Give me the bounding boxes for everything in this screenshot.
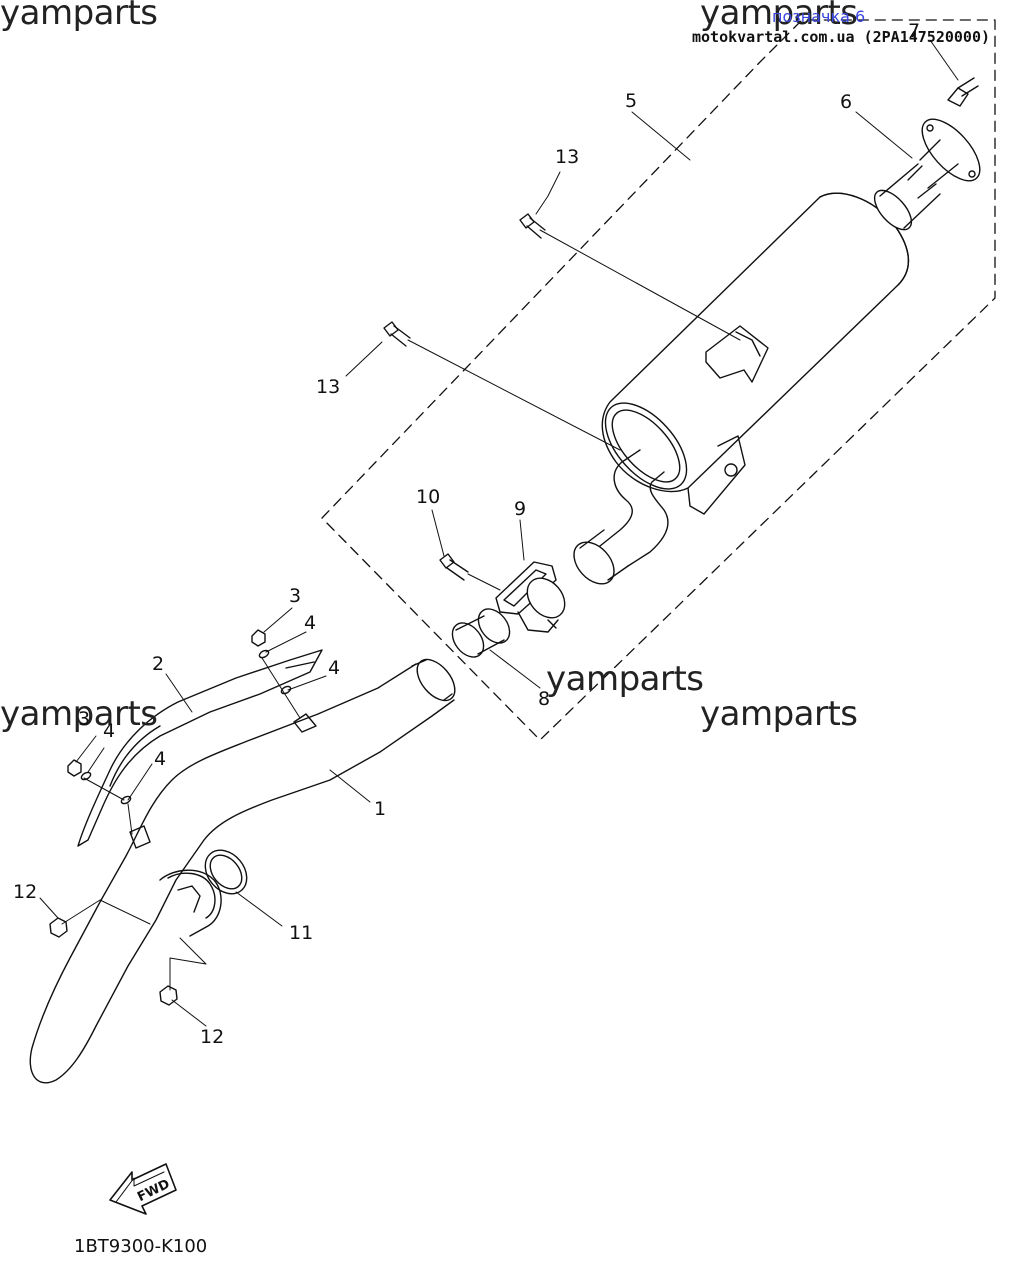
callout-8: 8 <box>538 688 551 710</box>
bolt-10 <box>439 553 469 581</box>
callout-4-left: 4 <box>103 720 116 742</box>
nut-3-upper <box>251 629 266 647</box>
diagram-code: 1BT9300-K100 <box>74 1236 208 1257</box>
bolt-13-lower <box>383 321 411 347</box>
callout-4-lower: 4 <box>154 748 167 770</box>
heat-protector <box>77 649 323 847</box>
bolt-13-upper <box>519 213 546 239</box>
callout-12-lower: 12 <box>200 1026 225 1048</box>
callout-9: 9 <box>514 498 527 520</box>
gasket-sleeve <box>451 608 511 658</box>
reference-link[interactable]: позначка 6 <box>772 7 866 26</box>
callout-10: 10 <box>416 486 441 508</box>
callout-5: 5 <box>625 90 638 112</box>
leader-lines <box>39 39 959 1027</box>
watermark-left: yamparts <box>0 694 158 734</box>
washer-4-lower <box>120 795 132 805</box>
exhaust-pipe <box>29 658 456 1084</box>
muffler-body <box>601 192 910 515</box>
callout-4-upper: 4 <box>304 612 317 634</box>
fwd-label: FWD <box>135 1177 172 1205</box>
watermark-top-right: yamparts <box>700 0 858 33</box>
gasket-ring <box>204 849 248 895</box>
callout-6: 6 <box>840 91 853 113</box>
muffler-assembly-outline <box>321 19 996 741</box>
watermark-right: yamparts <box>700 694 858 734</box>
callout-2: 2 <box>152 653 165 675</box>
pipe-joint-sleeve <box>573 529 629 585</box>
muffler-inlet-pipe <box>599 449 669 567</box>
callout-13-lower: 13 <box>316 376 341 398</box>
watermark-top-left: yamparts <box>0 0 158 33</box>
callout-3-left: 3 <box>78 708 91 730</box>
exhaust-clamp <box>495 561 566 633</box>
tail-pipe <box>873 118 981 231</box>
bolt-7 <box>947 77 979 107</box>
washer-4-mid <box>280 685 292 695</box>
callout-12-left: 12 <box>13 881 38 903</box>
callout-13-upper: 13 <box>555 146 580 168</box>
callout-1: 1 <box>374 798 387 820</box>
callout-11: 11 <box>289 922 314 944</box>
washer-4-left <box>80 771 92 781</box>
nut-3-left <box>67 759 82 777</box>
source-text: motokvartal.com.ua (2PA147520000) <box>692 28 991 46</box>
callout-7: 7 <box>908 20 921 42</box>
fwd-arrow-icon <box>109 1163 177 1215</box>
callout-4-mid: 4 <box>328 657 341 679</box>
watermark-mid: yamparts <box>546 659 704 699</box>
washer-4-upper <box>258 649 270 659</box>
callout-3-upper: 3 <box>289 585 302 607</box>
